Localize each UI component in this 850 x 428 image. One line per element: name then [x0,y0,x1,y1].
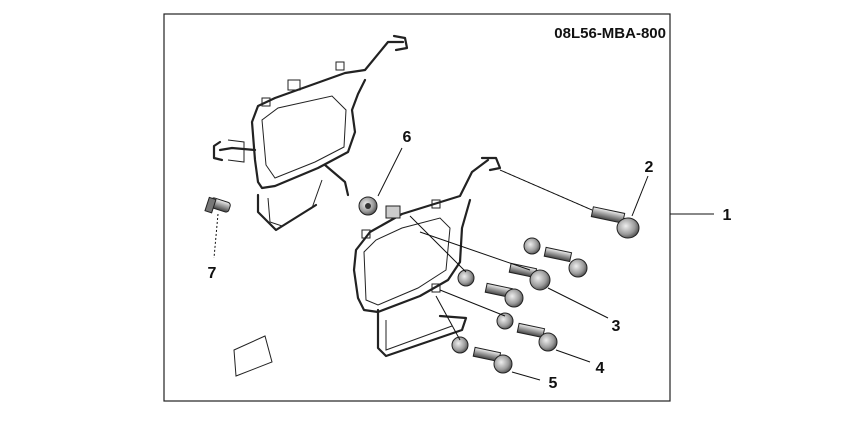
pannier-stay-front [352,156,502,358]
pannier-stay-rear [212,34,409,232]
bolt-item-2 [590,206,640,239]
callout-3: 3 [612,318,621,335]
callout-4: 4 [596,360,605,377]
washer-bolt-upper [523,237,588,278]
collar-item-6 [358,196,378,216]
callout-5: 5 [549,375,558,392]
screw-item-7 [204,196,231,214]
bolt-item-4 [496,312,558,352]
part-number: 08L56-MBA-800 [554,25,666,42]
washer-bolt-middle [457,269,524,308]
callout-1: 1 [723,207,732,224]
callout-2: 2 [645,159,654,176]
instruction-label-sheet [233,335,273,377]
bolt-item-5 [451,336,513,374]
diagram-border [163,13,671,402]
bolt-item-3 [508,262,551,291]
callout-6: 6 [403,129,412,146]
callout-7: 7 [208,265,217,282]
